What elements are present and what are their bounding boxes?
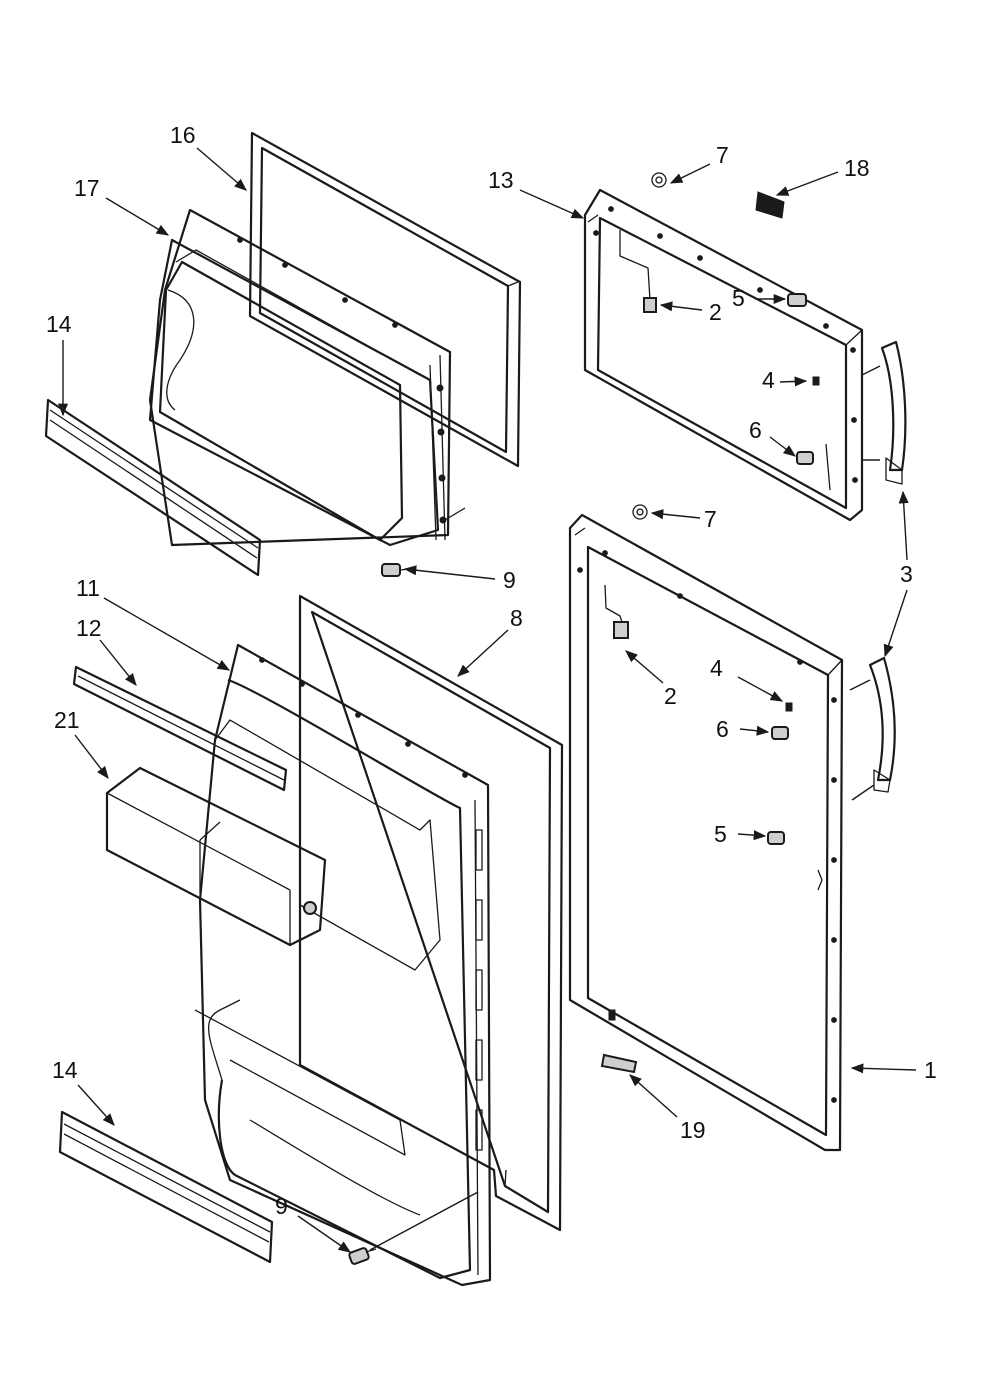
callout-2-lower: 2 — [664, 683, 677, 709]
callout-16: 16 — [170, 122, 196, 148]
callout-6-lower: 6 — [716, 716, 729, 742]
screw-6-lower — [771, 726, 789, 740]
callout-4-lower: 4 — [710, 655, 723, 681]
callout-17: 17 — [74, 175, 100, 201]
callout-8: 8 — [510, 605, 523, 631]
callout-19: 19 — [680, 1117, 706, 1143]
screw-5-lower — [767, 831, 785, 845]
door-screw-lower — [348, 1247, 377, 1265]
freezer-door-panel — [583, 188, 864, 522]
callout-14-upper: 14 — [46, 311, 72, 337]
callout-12: 12 — [76, 615, 102, 641]
fresh-food-door-gasket — [298, 594, 564, 1232]
callout-6-upper: 6 — [749, 417, 762, 443]
callout-labels: 16 17 14 9 13 7 18 2 4 5 6 3 7 11 12 8 2… — [46, 122, 937, 1219]
callout-9-lower: 9 — [275, 1193, 288, 1219]
screw-5-upper — [787, 293, 807, 307]
dairy-compartment — [105, 766, 327, 947]
callout-7-lower: 7 — [704, 506, 717, 532]
door-trim-strip-upper — [44, 398, 262, 577]
callout-9-upper: 9 — [503, 567, 516, 593]
fresh-food-door-liner — [194, 643, 492, 1287]
callout-7-upper: 7 — [716, 142, 729, 168]
hinge-cap-lower — [632, 504, 648, 520]
hinge-cap-upper — [651, 172, 667, 188]
freezer-door-handle — [880, 340, 907, 485]
door-label — [755, 191, 785, 219]
callout-2-upper: 2 — [709, 299, 722, 325]
bottom-hinge-bracket — [600, 1009, 638, 1074]
screw-6-upper — [796, 451, 814, 465]
clip-4-lower — [785, 702, 793, 712]
callout-1: 1 — [924, 1057, 937, 1083]
freezer-door-liner — [148, 208, 466, 547]
leader-lines — [57, 147, 917, 1253]
callout-11: 11 — [76, 575, 100, 601]
callout-5-lower: 5 — [714, 821, 727, 847]
callout-18: 18 — [844, 155, 870, 181]
callout-4-upper: 4 — [762, 367, 775, 393]
callout-5-upper: 5 — [732, 285, 745, 311]
callout-21: 21 — [54, 707, 80, 733]
callout-14-lower: 14 — [52, 1057, 78, 1083]
fresh-food-door-panel — [568, 513, 844, 1152]
door-screw-upper — [381, 563, 411, 577]
shelf-trim-bar — [72, 665, 288, 792]
door-trim-strip-lower — [58, 1110, 274, 1264]
callout-13: 13 — [488, 167, 514, 193]
freezer-door-gasket — [248, 131, 522, 468]
clip-4-upper — [812, 376, 820, 386]
fresh-food-door-handle — [868, 656, 896, 793]
callout-3: 3 — [900, 561, 913, 587]
